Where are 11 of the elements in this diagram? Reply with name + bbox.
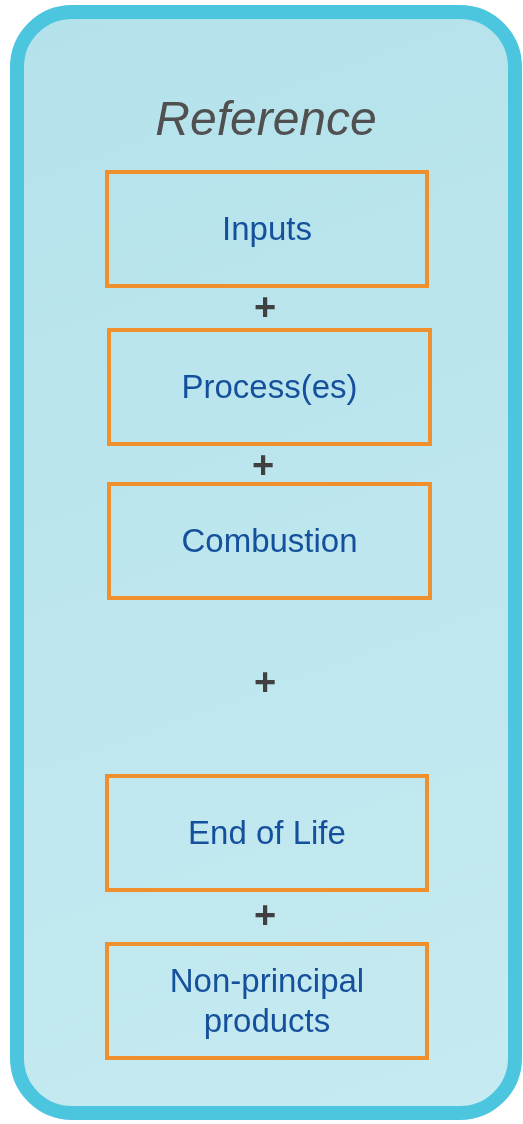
stage-box: Inputs xyxy=(105,170,429,288)
panel-title: Reference xyxy=(154,91,378,146)
plus-sign: + xyxy=(251,446,275,484)
stage-box: Combustion xyxy=(107,482,432,600)
plus-sign: + xyxy=(253,288,277,326)
stage-box: Process(es) xyxy=(107,328,432,446)
stage-box: End of Life xyxy=(105,774,429,892)
plus-sign: + xyxy=(253,663,277,701)
rounded-panel xyxy=(10,5,522,1120)
stage-box: Non-principal products xyxy=(105,942,429,1060)
plus-sign: + xyxy=(253,896,277,934)
